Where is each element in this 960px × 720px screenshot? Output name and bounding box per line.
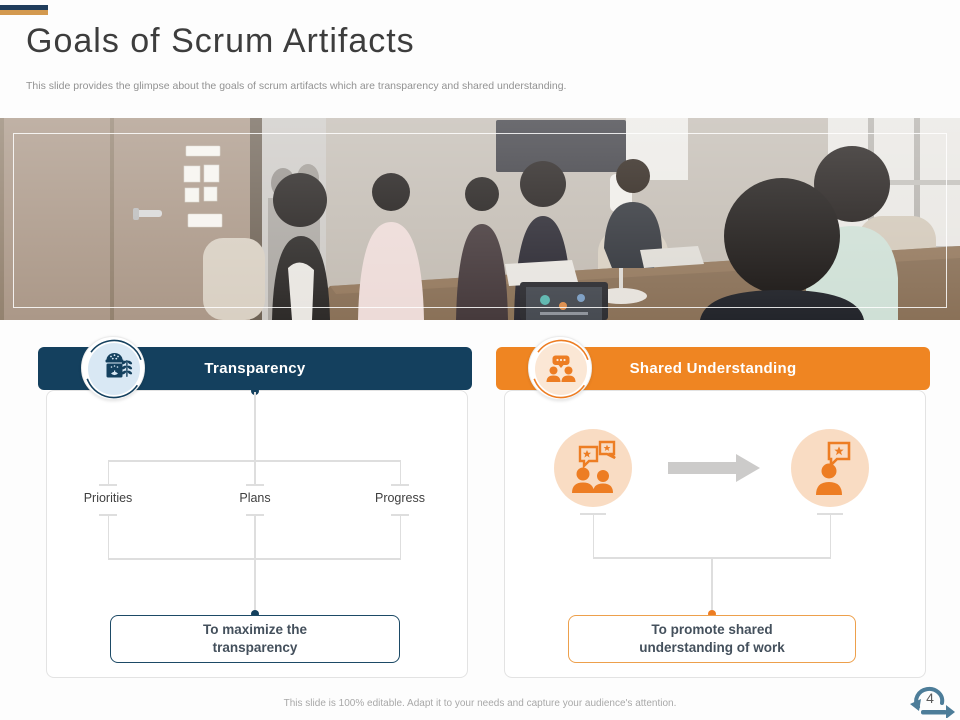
footer-note: This slide is 100% editable. Adapt it to… <box>283 698 677 709</box>
tree-line <box>254 516 256 558</box>
tree-line <box>107 516 109 558</box>
right-arrow-icon <box>664 450 764 491</box>
tree-tick <box>99 484 117 486</box>
group-discussion-circle <box>554 429 632 507</box>
page-subtitle: This slide provides the glimpse about th… <box>26 80 567 92</box>
tree-line <box>254 558 256 614</box>
tree-tick <box>99 514 117 516</box>
page-number: 4 <box>926 690 934 706</box>
shared-understanding-header-label: Shared Understanding <box>629 360 797 377</box>
person-speech-circle <box>791 429 869 507</box>
transparency-goal-box: To maximize the transparency <box>110 615 400 663</box>
person-speech-icon <box>816 441 851 495</box>
accent-bar-navy <box>0 5 48 10</box>
tree-line <box>829 515 831 557</box>
tree-tick <box>817 513 843 515</box>
tree-line <box>592 515 594 557</box>
group-discussion-icon <box>572 440 616 493</box>
tree-top-dot <box>251 387 259 395</box>
grain-jar-icon <box>105 353 133 378</box>
tree-tick <box>246 514 264 516</box>
meeting-photo <box>0 118 960 320</box>
badge-dashed-ring <box>531 339 591 399</box>
shared-understanding-badge <box>528 336 592 400</box>
transparency-goal-text: To maximize the transparency <box>202 622 308 655</box>
tree-line <box>254 460 256 484</box>
tree-bottom-dot <box>251 610 259 618</box>
tree-label-priorities: Priorities <box>83 491 133 505</box>
badge-dashed-ring <box>84 339 144 399</box>
tree-label-progress: Progress <box>374 491 426 505</box>
shared-goal-box: To promote shared understanding of work <box>568 615 856 663</box>
tree-bottom-dot <box>708 610 716 618</box>
tree-line <box>711 557 713 614</box>
page-title: Goals of Scrum Artifacts <box>26 22 415 60</box>
tree-tick <box>580 513 606 515</box>
shared-goal-text: To promote shared understanding of work <box>639 622 785 655</box>
tree-tick <box>246 484 264 486</box>
tree-tick <box>391 484 409 486</box>
accent-bar-gold <box>0 10 48 15</box>
tree-line <box>399 460 401 484</box>
meeting-photo-illustration <box>0 118 960 320</box>
sprint-loop-icon: 4 <box>903 680 955 720</box>
tree-line <box>399 516 401 558</box>
tree-line <box>254 392 256 460</box>
tree-label-plans: Plans <box>239 491 271 505</box>
transparency-header-label: Transparency <box>204 360 306 377</box>
tree-tick <box>391 514 409 516</box>
people-chat-icon <box>546 355 576 382</box>
transparency-badge <box>81 336 145 400</box>
tree-line <box>107 460 109 484</box>
